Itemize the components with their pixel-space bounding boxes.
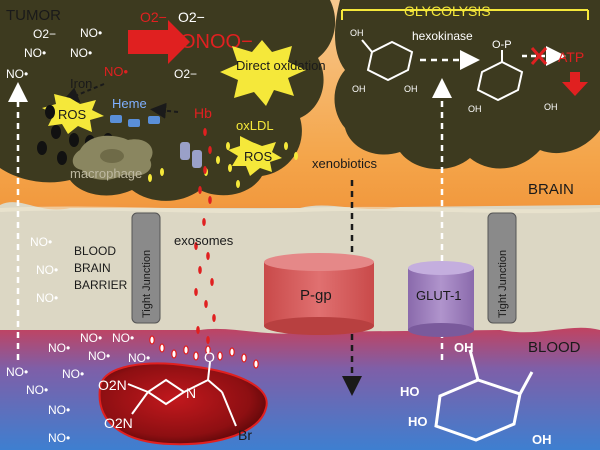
blood-no-labels: NO• NO• NO• NO• NO• NO• NO• NO• NO• NO• … bbox=[6, 331, 184, 445]
glut1-label: GLUT-1 bbox=[416, 288, 462, 303]
svg-text:NO•: NO• bbox=[48, 341, 70, 355]
down-arrow-icon bbox=[562, 72, 588, 96]
brain-label: BRAIN bbox=[528, 181, 574, 198]
exosome-ring bbox=[149, 335, 259, 369]
starburst-icon bbox=[220, 40, 306, 106]
hydroxyl-label: OH bbox=[404, 84, 418, 94]
svg-text:NO•: NO• bbox=[88, 349, 110, 363]
blood-label: BLOOD bbox=[528, 339, 581, 356]
glucose-molecule-icon bbox=[361, 39, 414, 82]
svg-text:Tight Junction: Tight Junction bbox=[497, 250, 509, 318]
glycolysis-title: GLYCOLYSIS bbox=[404, 3, 491, 19]
heme-icon bbox=[148, 116, 160, 124]
direct-oxidation-label: Direct oxidation bbox=[236, 58, 326, 73]
no-radical-red-label: NO• bbox=[104, 64, 129, 79]
nitro-group-label: O2N bbox=[104, 415, 133, 431]
ros-label: ROS bbox=[58, 107, 87, 122]
heme-icon bbox=[128, 119, 140, 127]
hydroxyl-label: HO bbox=[408, 414, 428, 429]
no-radical-label: NO• bbox=[30, 235, 52, 249]
heme-icon bbox=[110, 115, 122, 123]
hydroxyl-label: OH bbox=[532, 432, 552, 447]
glycolysis-cloud bbox=[334, 0, 600, 170]
no-radical-label: NO• bbox=[70, 46, 92, 60]
svg-text:NO•: NO• bbox=[112, 331, 134, 345]
svg-text:BLOOD: BLOOD bbox=[74, 244, 116, 258]
atp-label: ATP bbox=[558, 49, 584, 65]
ros-label: ROS bbox=[244, 149, 273, 164]
no-radical-label: NO• bbox=[36, 291, 58, 305]
hydroxyl-label: OH bbox=[544, 102, 558, 112]
svg-text:Tight Junction: Tight Junction bbox=[141, 250, 153, 318]
svg-text:BRAIN: BRAIN bbox=[74, 261, 111, 275]
tight-junction-right: Tight Junction bbox=[487, 212, 517, 324]
nitro-group-label: O2N bbox=[98, 377, 127, 393]
pgp-transporter: P-gp bbox=[264, 253, 374, 335]
svg-text:BARRIER: BARRIER bbox=[74, 278, 128, 292]
svg-text:NO•: NO• bbox=[62, 367, 84, 381]
no-radical-label: NO• bbox=[6, 67, 28, 81]
hydroxyl-label: OH bbox=[350, 28, 364, 38]
no-radical-label: NO• bbox=[80, 26, 102, 40]
block-x-icon bbox=[530, 47, 548, 65]
oxldl-label: oxLDL bbox=[236, 118, 274, 133]
superoxide-label: O2− bbox=[174, 67, 197, 81]
hydroxyl-label: OH bbox=[454, 340, 474, 355]
exosomes-label: exosomes bbox=[174, 233, 234, 248]
iron-arrow bbox=[62, 83, 105, 103]
heme-label: Heme bbox=[112, 96, 147, 111]
bbb-label: BLOOD BRAIN BARRIER bbox=[74, 244, 128, 292]
svg-text:NO•: NO• bbox=[48, 431, 70, 445]
superoxide-label: O2− bbox=[178, 9, 205, 25]
hb-icon bbox=[180, 142, 190, 160]
exosome-droplets bbox=[194, 128, 216, 344]
red-arrow-icon bbox=[128, 20, 190, 64]
glucose-phosphate-icon bbox=[476, 50, 524, 102]
superoxide-red-label: O2− bbox=[140, 9, 167, 25]
hydroxyl-label: OH bbox=[468, 104, 482, 114]
svg-text:NO•: NO• bbox=[6, 365, 28, 379]
nitrogen-label: N bbox=[186, 385, 196, 401]
svg-text:NO•: NO• bbox=[128, 351, 150, 365]
ros-starburst-icon bbox=[228, 136, 282, 176]
iron-label: Iron bbox=[70, 76, 92, 91]
superoxide-label: O2− bbox=[33, 27, 56, 41]
svg-text:NO•: NO• bbox=[26, 383, 48, 397]
oxygen-label: O bbox=[204, 349, 215, 365]
hb-label: Hb bbox=[194, 105, 212, 121]
tumor-title: TUMOR bbox=[6, 7, 61, 24]
no-radical-label: NO• bbox=[36, 263, 58, 277]
pgp-label: P-gp bbox=[300, 287, 332, 304]
hydroxyl-label: HO bbox=[400, 384, 420, 399]
glycolysis-bracket bbox=[341, 9, 589, 20]
tight-junction-left: Tight Junction bbox=[131, 212, 161, 324]
glucose-molecule-icon bbox=[434, 349, 534, 442]
svg-text:NO•: NO• bbox=[48, 403, 70, 417]
macrophage-label: macrophage bbox=[70, 166, 142, 181]
phosphate-label: O-P bbox=[492, 39, 512, 51]
xenobiotics-label: xenobiotics bbox=[312, 156, 378, 171]
no-radical-label: NO• bbox=[24, 46, 46, 60]
nucleus-icon bbox=[100, 149, 124, 163]
svg-text:NO•: NO• bbox=[80, 331, 102, 345]
ros-starburst-icon bbox=[42, 94, 104, 134]
red-blood-cell bbox=[98, 362, 268, 446]
hydroxyl-label: OH bbox=[352, 84, 366, 94]
hb-to-heme-arrow bbox=[150, 102, 179, 119]
hb-icon bbox=[192, 150, 202, 168]
hexokinase-label: hexokinase bbox=[412, 29, 473, 43]
bromine-label: Br bbox=[238, 427, 252, 443]
compound-structure bbox=[127, 361, 237, 427]
glut1-transporter: GLUT-1 bbox=[408, 261, 474, 337]
